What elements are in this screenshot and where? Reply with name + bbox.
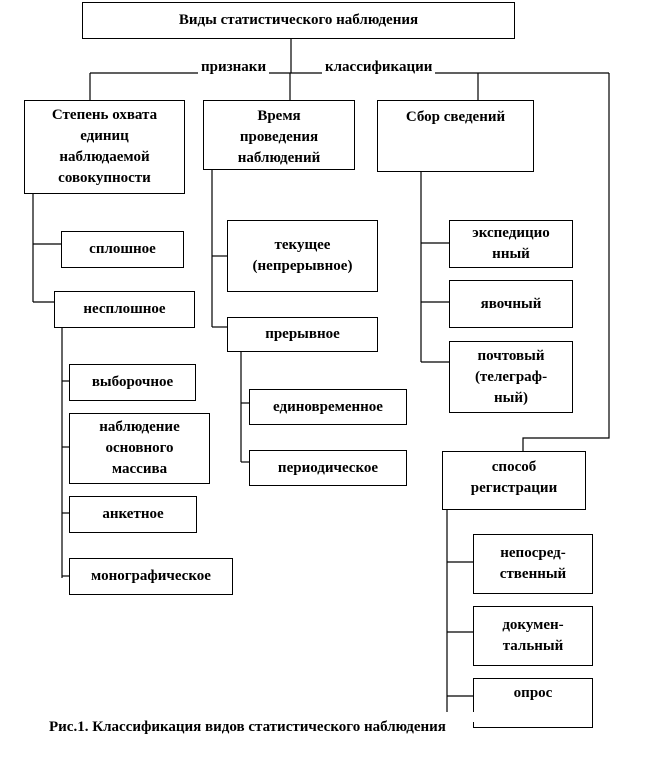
item-documentary: докумен- тальный [473, 606, 593, 666]
item-postal: почтовый (телеграф- ный) [449, 341, 573, 413]
item-monographic: монографическое [69, 558, 233, 595]
root-box: Виды статистического наблюдения [82, 2, 515, 39]
item-periodic: периодическое [249, 450, 407, 486]
branch-label-left: признаки [198, 59, 270, 75]
item-sampling: выборочное [69, 364, 196, 401]
category-collection: Сбор сведений [377, 100, 534, 172]
item-non-continuous: несплошное [54, 291, 195, 328]
crop-mask [440, 712, 580, 722]
item-main-array: наблюдение основного массива [69, 413, 210, 484]
category-time: Время проведения наблюдений [203, 100, 355, 170]
figure-caption: Рис.1. Классификация видов статистическо… [49, 719, 446, 735]
item-expedition: экспедицио нный [449, 220, 573, 268]
item-questionnaire: анкетное [69, 496, 197, 533]
item-continuous: сплошное [61, 231, 184, 268]
item-appearance: явочный [449, 280, 573, 328]
item-direct: непосред- ственный [473, 534, 593, 594]
category-registration: способ регистрации [442, 451, 586, 510]
item-current: текущее (непрерывное) [227, 220, 378, 292]
branch-label-right: классификации [322, 59, 436, 75]
item-one-time: единовременное [249, 389, 407, 425]
category-coverage: Степень охвата единиц наблюдаемой совоку… [24, 100, 185, 194]
item-interrupted: прерывное [227, 317, 378, 352]
